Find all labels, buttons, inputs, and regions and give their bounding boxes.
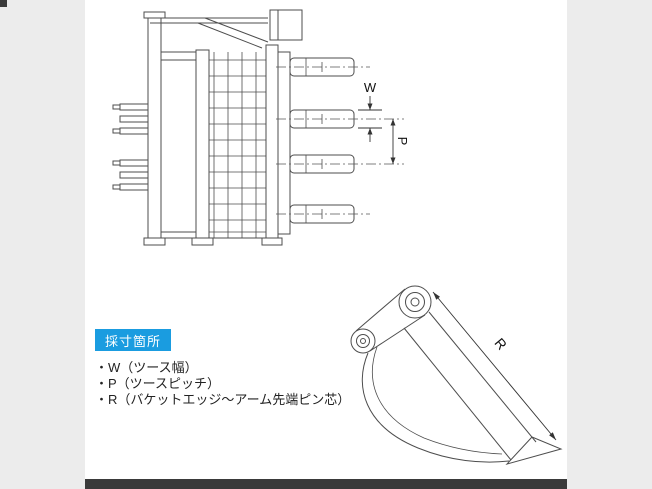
- bucket-front-view-diagram: W P: [112, 9, 410, 246]
- legend-item-r: ・R（バケットエッジ～アーム先端ピン芯）: [95, 392, 351, 407]
- link-pin-boss: [350, 328, 376, 354]
- bucket-edge-tip: [505, 436, 563, 465]
- corner-shroud: [269, 9, 303, 41]
- tooth-3: [276, 154, 404, 174]
- dimension-r: R: [432, 291, 557, 441]
- w-dimension-label: W: [364, 80, 377, 95]
- legend-item-p: ・P（ツースピッチ）: [95, 376, 221, 391]
- measurement-points-badge-label: 採寸箇所: [104, 333, 161, 349]
- footer-bar: [85, 479, 567, 489]
- bucket-front-structure: [143, 9, 303, 246]
- tooth-2: [276, 109, 404, 129]
- tooth-4: [276, 204, 370, 224]
- dimension-w: W: [358, 80, 382, 142]
- bucket-profile: [361, 311, 563, 465]
- dimension-p: P: [390, 119, 410, 164]
- corner-artifact: [0, 0, 7, 7]
- skeleton-grating: [209, 52, 266, 238]
- bucket-side-view-diagram: R: [350, 285, 563, 465]
- arm-tip-pin-boss: [398, 285, 432, 319]
- dimension-legend: ・W（ツース幅） ・P（ツースピッチ） ・R（バケットエッジ～アーム先端ピン芯）: [95, 360, 350, 408]
- tooth-1: [276, 57, 370, 77]
- p-dimension-label: P: [395, 137, 410, 146]
- teeth: [276, 57, 404, 224]
- bracket-plates: [355, 288, 426, 352]
- r-dimension-label: R: [491, 335, 510, 353]
- legend-item-w: ・W（ツース幅）: [95, 360, 198, 375]
- mounting-clevises: [112, 103, 149, 191]
- measurement-points-badge: 採寸箇所: [95, 329, 171, 351]
